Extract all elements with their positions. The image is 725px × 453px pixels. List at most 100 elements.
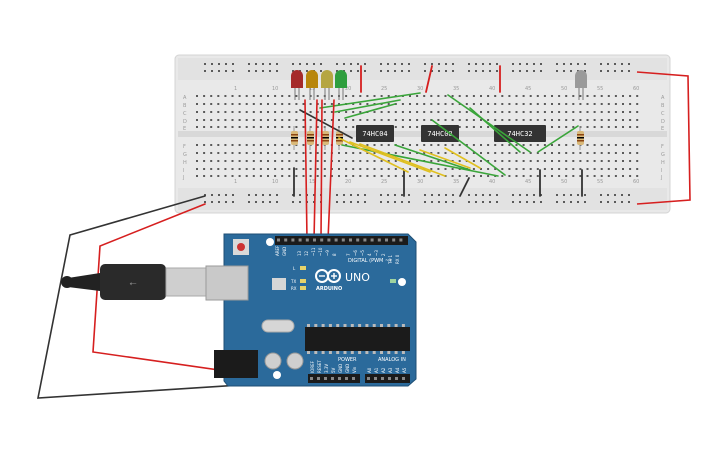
breadboard-hole	[487, 111, 490, 113]
mcu-pin	[321, 351, 325, 354]
mcu-pin	[387, 324, 391, 327]
breadboard-hole	[309, 175, 312, 177]
chip-74hc32[interactable]: 74HC32	[494, 125, 546, 142]
breadboard-hole	[218, 70, 220, 72]
breadboard-hole	[408, 201, 410, 203]
breadboard-hole	[512, 70, 514, 72]
breadboard-hole	[217, 103, 220, 105]
arduino-uno[interactable]: AREF GND 13 12 ~11 ~10 ~9 8 7 ~6 ~5 4 ~3…	[205, 233, 417, 387]
row-letter: H	[183, 160, 187, 166]
col-num: 45	[525, 86, 531, 92]
led-red[interactable]	[291, 70, 303, 100]
breadboard-hole	[309, 111, 312, 113]
resistor[interactable]	[307, 126, 314, 150]
breadboard-hole	[345, 126, 348, 128]
breadboard-hole	[614, 119, 617, 121]
breadboard-hole	[281, 152, 284, 154]
breadboard-hole	[352, 152, 355, 154]
breadboard-hole	[380, 119, 383, 121]
breadboard-hole	[519, 63, 521, 65]
breadboard-hole	[196, 111, 198, 113]
breadboard-hole	[196, 175, 198, 177]
breadboard-hole	[343, 194, 345, 196]
breadboard-hole	[203, 152, 206, 154]
breadboard-holes	[196, 63, 639, 203]
breadboard-hole	[238, 119, 241, 121]
breadboard-hole	[572, 175, 575, 177]
header-hole	[363, 238, 367, 242]
led-white[interactable]	[575, 70, 587, 100]
digital-header-holes	[277, 238, 403, 242]
breadboard-hole	[614, 144, 617, 146]
breadboard-hole	[526, 70, 528, 72]
breadboard-hole	[593, 168, 596, 170]
breadboard-hole	[515, 152, 518, 154]
header-hole	[313, 238, 316, 242]
breadboard-hole	[468, 201, 470, 203]
chip-74hc08[interactable]: 74HC08	[421, 125, 459, 142]
breadboard-hole	[345, 95, 348, 97]
breadboard-hole	[394, 160, 397, 162]
breadboard-hole	[281, 160, 284, 162]
breadboard-hole	[359, 168, 362, 170]
resistor[interactable]	[577, 126, 584, 150]
breadboard-hole	[196, 119, 198, 121]
breadboard-hole	[586, 126, 589, 128]
mcu-pin	[336, 324, 340, 327]
breadboard-hole	[501, 111, 504, 113]
breadboard-hole	[431, 201, 433, 203]
resistor[interactable]	[291, 126, 298, 150]
pin-label: IOREF	[310, 360, 315, 373]
digital-header	[275, 236, 408, 245]
breadboard-hole	[522, 95, 525, 97]
breadboard-hole	[501, 119, 504, 121]
breadboard-hole	[438, 201, 440, 203]
breadboard-hole	[255, 63, 257, 65]
on-led	[390, 279, 396, 283]
breadboard-hole	[211, 194, 213, 196]
breadboard-hole	[586, 103, 589, 105]
breadboard-hole	[203, 160, 206, 162]
breadboard-hole	[551, 175, 553, 177]
breadboard-hole	[600, 201, 602, 203]
breadboard-hole	[565, 126, 568, 128]
breadboard-hole	[352, 160, 355, 162]
breadboard-hole	[323, 103, 326, 105]
breadboard-hole	[445, 201, 447, 203]
breadboard-hole	[628, 194, 630, 196]
mcu-pin	[380, 351, 383, 354]
mounting-hole	[398, 278, 406, 286]
breadboard-hole	[570, 63, 572, 65]
breadboard-hole	[238, 103, 241, 105]
chip-74hc04[interactable]: 74HC04	[356, 125, 394, 142]
breadboard-hole	[416, 160, 419, 162]
breadboard-hole	[451, 168, 454, 170]
breadboard-hole	[529, 111, 532, 113]
breadboard-hole	[401, 63, 403, 65]
tx-led	[300, 279, 306, 283]
breadboard-hole	[259, 160, 262, 162]
breadboard-hole	[480, 168, 482, 170]
breadboard-hole	[543, 95, 546, 97]
resistor[interactable]	[322, 126, 329, 150]
breadboard-hole	[628, 70, 630, 72]
breadboard-hole	[629, 160, 632, 162]
breadboard-hole	[387, 144, 390, 146]
breadboard-hole	[210, 160, 213, 162]
usb-cable[interactable]: ⭠	[61, 264, 207, 300]
breadboard-hole	[231, 95, 234, 97]
wire-red	[327, 99, 335, 241]
breadboard-hole	[218, 201, 220, 203]
breadboard-hole	[629, 119, 632, 121]
header-hole	[356, 238, 360, 242]
breadboard-hole	[295, 119, 298, 121]
breadboard-hole	[338, 160, 340, 162]
breadboard-hole	[416, 144, 419, 146]
led-yellow[interactable]	[321, 70, 333, 100]
breadboard-hole	[309, 126, 312, 128]
breadboard-hole	[299, 63, 301, 65]
led-orange[interactable]	[306, 70, 318, 100]
breadboard-hole	[259, 152, 262, 154]
led-green[interactable]	[335, 70, 347, 100]
mcu-pin	[358, 324, 362, 327]
